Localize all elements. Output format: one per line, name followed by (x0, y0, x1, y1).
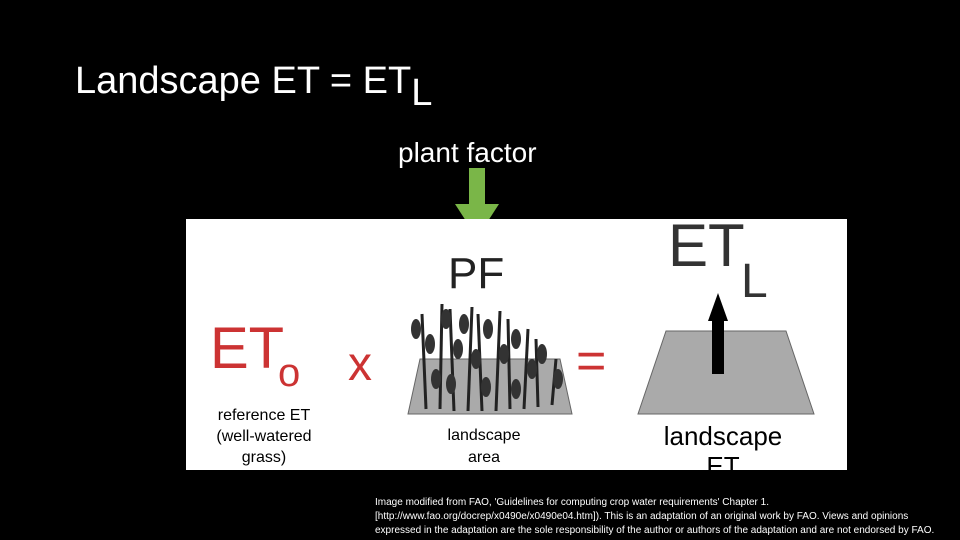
plant-factor-label: plant factor (398, 137, 537, 168)
et-diagram: ET o x PF = ET L reference ET (well-wate… (186, 219, 847, 470)
slide-title: Landscape ET = ETL (75, 60, 432, 114)
up-arrow-icon (708, 293, 728, 321)
etl-subscript: L (741, 255, 768, 308)
slide-title-main: Landscape ET = ET (75, 60, 412, 102)
reference-et-label: reference ET (well-watered grass) (216, 407, 312, 466)
equals-symbol: = (576, 332, 607, 390)
slide-title-subscript: L (411, 72, 433, 114)
diagram-graphics (407, 293, 815, 415)
leaves-icon (411, 309, 563, 399)
pf-symbol: PF (448, 249, 505, 298)
times-symbol: x (348, 338, 372, 391)
etl-symbol: ET (668, 219, 745, 279)
landscape-et-label: landscape ET (663, 421, 783, 470)
landscape-area-label: landscape area (447, 427, 521, 466)
landscape-et-shape (637, 330, 815, 415)
eto-subscript: o (278, 351, 301, 395)
up-arrow-shaft (712, 319, 724, 374)
eto-symbol: ET (210, 316, 285, 381)
image-credit: Image modified from FAO, 'Guidelines for… (375, 497, 935, 536)
